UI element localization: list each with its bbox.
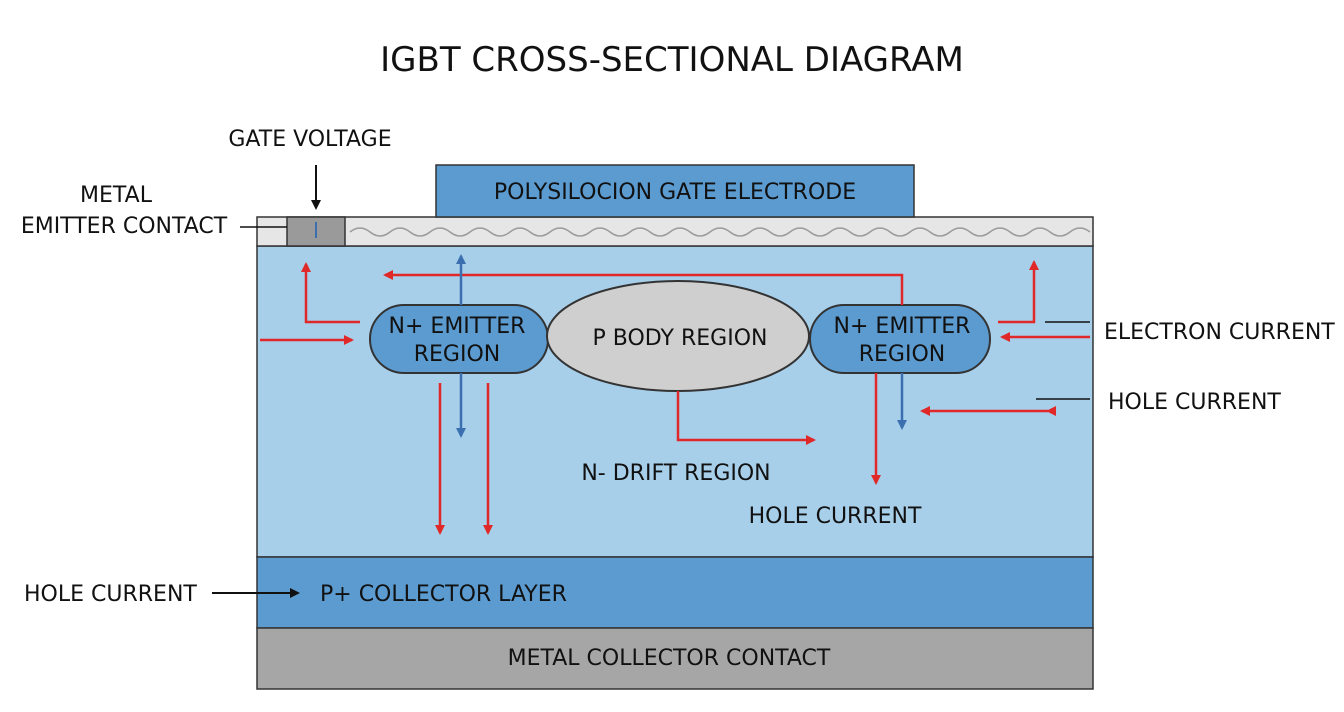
n-emitter-right-label-line2: REGION (859, 342, 946, 367)
metal-collector-contact (256, 627, 1094, 690)
hole-current-right-label: HOLE CURRENT (1108, 390, 1281, 415)
n-drift-label: N- DRIFT REGION (581, 461, 770, 486)
oxide-wave (349, 227, 1091, 237)
gate-voltage-label: GATE VOLTAGE (228, 127, 391, 152)
oxide-layer (256, 216, 1094, 247)
p-collector-layer (256, 556, 1094, 629)
p-body-label: P BODY REGION (593, 326, 768, 351)
metal-emitter-contact-label-line1: METAL (80, 183, 153, 208)
electron-current-label: ELECTRON CURRENT (1104, 320, 1335, 345)
red-arrow-body-out (676, 391, 816, 445)
blue-current-arrows (456, 254, 907, 438)
n-emitter-left-label-line1: N+ EMITTER (389, 314, 526, 339)
gate-electrode-label: POLYSILOCION GATE ELECTRODE (494, 180, 856, 205)
metal-emitter-contact-label-line2: EMITTER CONTACT (21, 214, 228, 239)
hole-current-left-label: HOLE CURRENT (24, 582, 197, 607)
diagram-title: IGBT CROSS-SECTIONAL DIAGRAM (380, 40, 964, 80)
p-collector-label: P+ COLLECTOR LAYER (320, 582, 567, 607)
red-arrow-top-loop (383, 270, 904, 305)
hole-current-center-label: HOLE CURRENT (749, 504, 922, 529)
red-arrow-left-up (301, 262, 360, 324)
n-emitter-left-label-line2: REGION (414, 342, 501, 367)
gate-electrode (435, 164, 915, 218)
n-emitter-region-right (809, 304, 991, 374)
red-arrow-right-up (998, 260, 1039, 324)
metal-collector-label: METAL COLLECTOR CONTACT (508, 646, 831, 671)
n-emitter-right-label-line1: N+ EMITTER (834, 314, 971, 339)
red-current-arrows (260, 260, 1090, 535)
